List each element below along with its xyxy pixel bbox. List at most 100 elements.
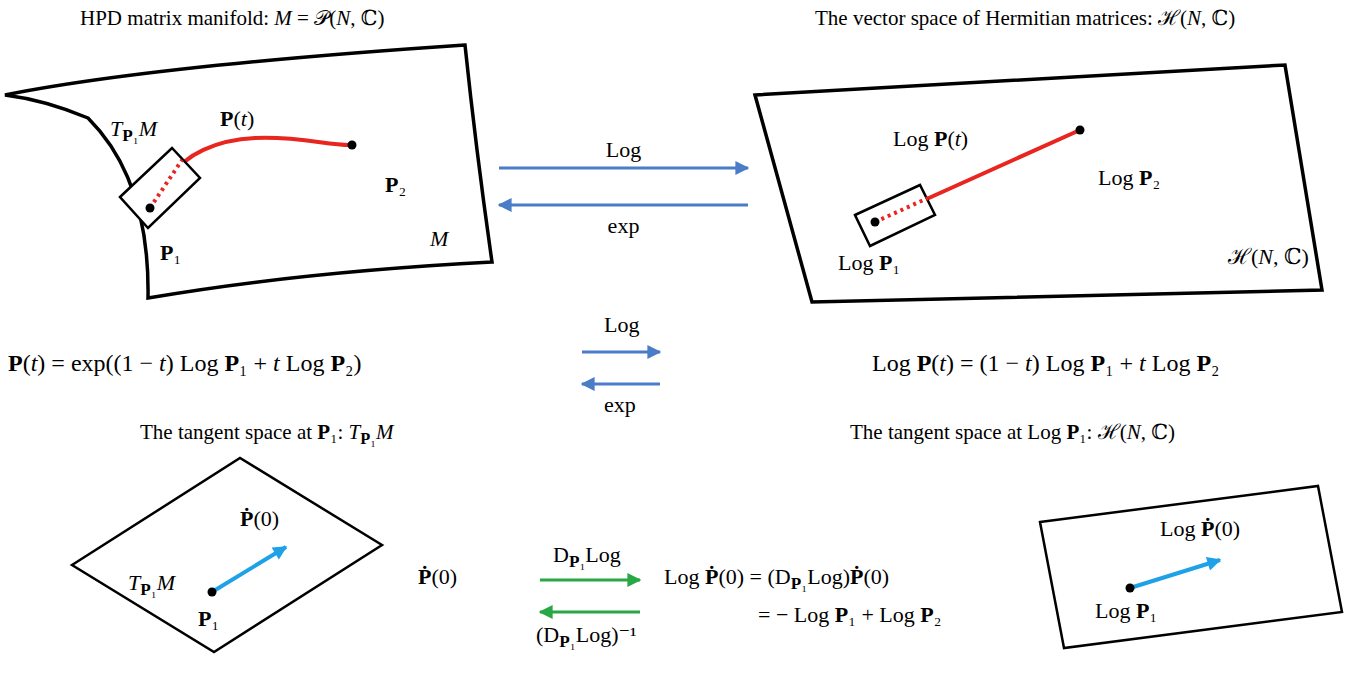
inverse-differential-arrow (540, 611, 640, 614)
math-glyph: P (160, 240, 173, 265)
math-glyph: Ṗ (850, 564, 863, 589)
point-label: Log P₂ (1098, 165, 1160, 190)
math-glyph: P (791, 574, 801, 593)
space-label: ℋ(N, ℂ) (1228, 244, 1309, 269)
formula: P(t) = exp((1 − t) Log P₁ + t Log P₂) (8, 350, 361, 378)
math-glyph: t (939, 350, 946, 376)
math-glyph: t (1139, 350, 1146, 376)
differential-arrow (540, 579, 640, 582)
math-glyph: P (385, 172, 398, 197)
math-glyph: Ṗ (1201, 516, 1214, 541)
heading: HPD matrix manifold: M = 𝒫(N, ℂ) (80, 6, 384, 30)
math-glyph: P (330, 350, 345, 376)
formula: = − Log P₁ + Log P₂ (758, 602, 941, 627)
math-subscript: P₁ (360, 429, 376, 448)
math-glyph: M (376, 420, 394, 444)
outline-part (212, 547, 286, 592)
math-subscript: P₁ (791, 574, 807, 593)
math-glyph: P (224, 350, 239, 376)
math-glyph: P (934, 126, 947, 151)
arrow-label: (DP₁Log)⁻¹ (536, 622, 637, 652)
outline-part (1126, 584, 1135, 593)
math-glyph: M (430, 226, 448, 251)
math-glyph: P (559, 632, 569, 651)
edge-label: exp (605, 213, 643, 238)
node-outline (70, 456, 385, 655)
outline-part (5, 45, 492, 298)
math-glyph: T (110, 116, 122, 141)
math-glyph: N (1258, 244, 1273, 269)
math-glyph: Ṗ (705, 564, 718, 589)
tangent-space-plane: TP₁MṖ(0)P₁ (70, 456, 385, 655)
math-glyph: N (336, 6, 350, 30)
math-subscript: P₁ (122, 126, 138, 145)
log-arrow (582, 351, 660, 354)
formula: Log Ṗ(0) = (DP₁Log)Ṗ(0) (664, 564, 889, 594)
math-glyph: P (1090, 350, 1105, 376)
math-glyph: P (1136, 598, 1149, 623)
curve-label: P(t) (220, 106, 254, 131)
math-glyph: D (543, 622, 559, 647)
math-glyph: Ṗ (418, 564, 431, 589)
outline-part (150, 160, 182, 208)
math-glyph: t (273, 350, 280, 376)
exp-arrow (582, 383, 660, 386)
outline-part (855, 185, 935, 246)
point-label: Log P₁ (838, 250, 900, 275)
math-glyph: D (553, 542, 569, 567)
vector-space-plane: Log P(t) Log P₂ ℋ(N, ℂ) Log P₁ (752, 62, 1325, 305)
math-glyph: M (157, 570, 175, 595)
map-arrow (499, 204, 748, 207)
math-glyph: P (360, 429, 370, 448)
math-glyph: t (241, 106, 247, 131)
math-glyph: M (139, 116, 157, 141)
formula: Log P(t) = (1 − t) Log P₁ + t Log P₂ (872, 350, 1219, 378)
math-glyph: t (159, 350, 166, 376)
math-glyph: P (198, 606, 211, 631)
math-glyph: P (1066, 420, 1079, 444)
log-tangent-plane: Log Ṗ(0)Log P₁ (1038, 484, 1345, 652)
tangent-space-label: TP₁M (128, 570, 175, 600)
point-label: P₁ (198, 606, 219, 631)
math-glyph: P (569, 552, 579, 571)
math-glyph: P (220, 106, 233, 131)
math-glyph: P (879, 250, 892, 275)
math-glyph: t (1025, 350, 1032, 376)
outline-part (755, 65, 1322, 302)
math-glyph: P (1139, 165, 1152, 190)
node-outline (1038, 484, 1345, 652)
math-glyph: T (349, 420, 361, 444)
math-glyph: P (8, 350, 23, 376)
math-glyph: t (31, 350, 38, 376)
tangent-rect: TP₁MP₁ (108, 112, 205, 269)
math-glyph: t (955, 126, 961, 151)
math-glyph: T (128, 570, 140, 595)
outline-part (72, 458, 382, 652)
vector-label: Ṗ(0) (240, 506, 279, 531)
math-glyph: P (920, 602, 933, 627)
outline-part (875, 198, 928, 222)
arrow-label: Log (604, 312, 639, 337)
math-subscript: P₁ (140, 580, 156, 599)
math-glyph: P (122, 126, 132, 145)
math-glyph: M (274, 6, 292, 30)
map-arrow (499, 167, 748, 170)
outline-part (348, 141, 357, 150)
outline-part (871, 218, 880, 227)
math-glyph: P (835, 602, 848, 627)
formula: Ṗ(0) (418, 564, 457, 589)
outline-part (172, 138, 352, 176)
curve-label: Log P(t) (893, 126, 968, 151)
math-glyph: P (1196, 350, 1211, 376)
node-outline (3, 42, 495, 300)
outline-part (208, 588, 217, 597)
manifold-label: M (430, 226, 448, 251)
math-glyph: P (917, 350, 932, 376)
outline-part (120, 148, 200, 228)
math-glyph: N (1187, 6, 1201, 30)
caption-text: The tangent space at P₁: TP₁M (140, 420, 394, 449)
point-label: Log P₁ (1095, 598, 1157, 623)
outline-part (1076, 126, 1085, 135)
math-subscript: P₁ (569, 552, 585, 571)
heading: The vector space of Hermitian matrices: … (815, 6, 1235, 30)
